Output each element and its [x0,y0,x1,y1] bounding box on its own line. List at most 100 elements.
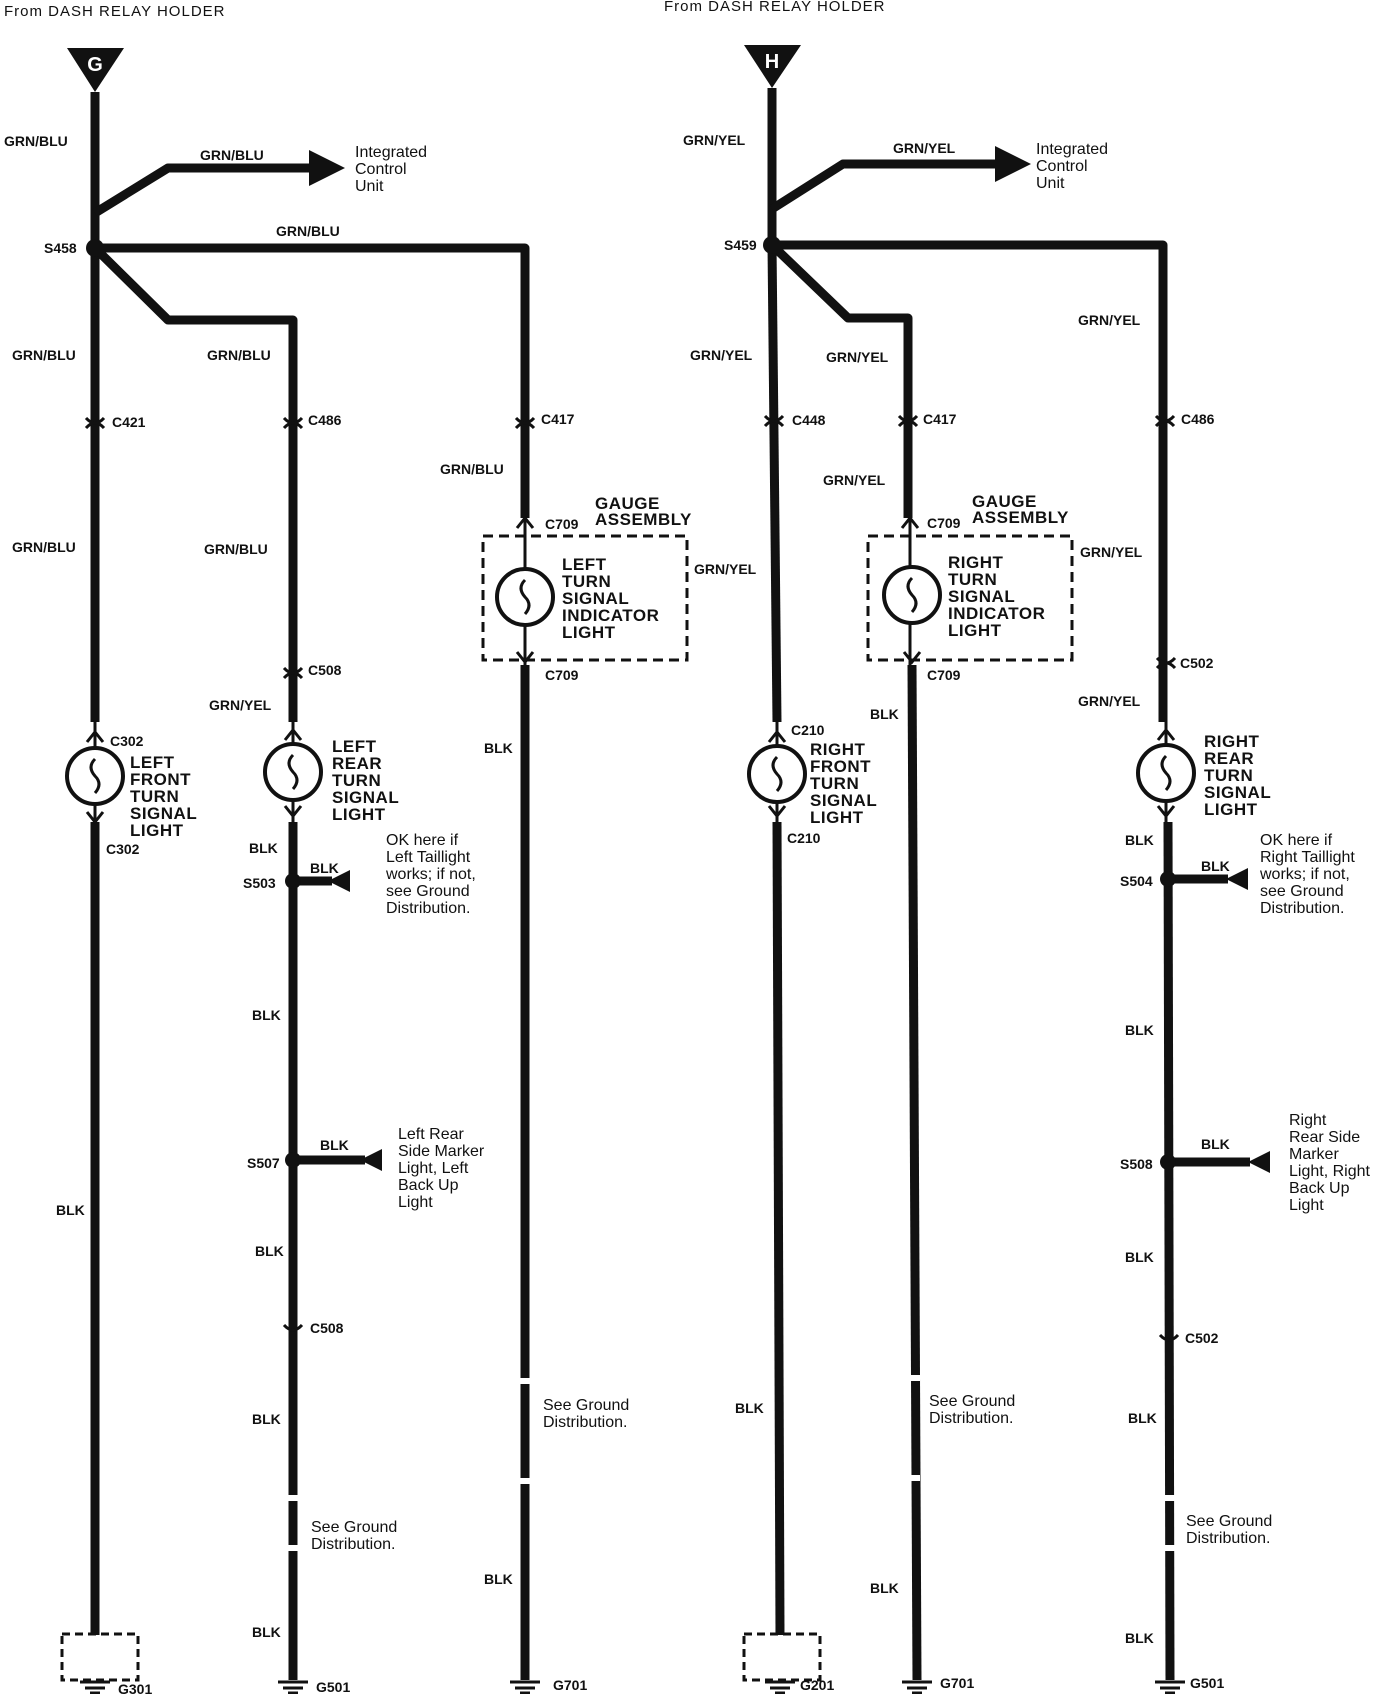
connector-label: C417 [923,411,957,427]
connector-label: C709 [545,516,579,532]
wire-label: GRN/YEL [690,347,753,363]
left-turn-signal-indicator-label: LEFT TURN SIGNAL INDICATOR LIGHT [562,555,665,642]
left-front-turn-signal-label: LEFT FRONT TURN SIGNAL LIGHT [130,753,202,840]
right-ground-icons [765,1680,1185,1694]
wire-label: BLK [1125,1022,1154,1038]
connector-label: C210 [787,830,821,846]
wire-label: BLK [1201,1136,1230,1152]
see-ground-note: See Ground Distribution. [543,1397,634,1431]
connector-label: C210 [791,722,825,738]
right-turn-signal-indicator-label: RIGHT TURN SIGNAL INDICATOR LIGHT [948,553,1051,640]
left-indicator-bulb-icon [495,515,555,665]
right-connectors [763,414,1180,1342]
wire-label: GRN/BLU [204,541,268,557]
ground-label: G501 [1190,1675,1224,1691]
svg-text:G: G [87,54,103,76]
splice-label: S458 [44,240,77,256]
gauge-assembly-label: GAUGE ASSEMBLY [595,494,692,529]
see-ground-note: See Ground Distribution. [311,1519,402,1553]
wire-label: BLK [735,1400,764,1416]
right-rear-turn-signal-label: RIGHT REAR TURN SIGNAL LIGHT [1204,732,1276,819]
connector-label: C486 [308,412,342,428]
left-connectors [84,416,536,1332]
wire-label: GRN/BLU [207,347,271,363]
right-gauge-assembly-box [866,534,1074,662]
wire-label: GRN/YEL [683,132,746,148]
connector-label: C508 [310,1320,344,1336]
wire-label: GRN/YEL [1078,693,1141,709]
ground-label: G701 [940,1675,974,1691]
left-gauge-assembly-box [481,534,689,662]
splice-s508 [1160,1154,1176,1170]
connector-label: C302 [106,841,140,857]
splice-s503 [285,873,301,889]
wire-label: GRN/BLU [12,539,76,555]
wire-label: BLK [56,1202,85,1218]
wire-label: GRN/YEL [1080,544,1143,560]
left-marker-note: Left Rear Side Marker Light, Left Back U… [398,1126,489,1211]
right-taillight-note: OK here if Right Taillight works; if not… [1259,832,1359,917]
marker-arrow-icon [360,1149,382,1171]
taillight-arrow-icon [328,870,350,892]
wire-label: BLK [870,1580,899,1596]
left-circuit: G [4,48,692,1694]
left-taillight-note: OK here if Left Taillight works; if not,… [385,832,480,917]
splice-label: S459 [724,237,757,253]
connector-label: C417 [541,411,575,427]
splice-s459 [763,236,781,254]
integrated-control-unit-label: Integrated Control Unit [355,144,432,195]
wire-label: BLK [252,1624,281,1640]
connector-label: C709 [545,667,579,683]
right-wires [767,88,1250,1681]
wire-label: BLK [484,1571,513,1587]
connector-label: C486 [1181,411,1215,427]
wire-label: BLK [484,740,513,756]
terminal-h: H [744,45,801,88]
wire-label: GRN/BLU [12,347,76,363]
connector-label: C302 [110,733,144,749]
gauge-assembly-label: GAUGE ASSEMBLY [972,492,1069,527]
wire-label: GRN/YEL [209,697,272,713]
g201-box [742,1632,822,1682]
left-rear-turn-signal-label: LEFT REAR TURN SIGNAL LIGHT [332,737,404,824]
wire-label: GRN/BLU [440,461,504,477]
ground-label: G301 [118,1681,152,1694]
connector-label: C709 [927,515,961,531]
splice-s458 [86,239,104,257]
splice-label: S508 [1120,1156,1153,1172]
splice-label: S504 [1120,873,1153,889]
see-ground-note: See Ground Distribution. [1186,1513,1277,1547]
ground-label: G701 [553,1677,587,1693]
wire-label: BLK [255,1243,284,1259]
left-front-bulb-icon [65,722,125,825]
splice-s504 [1160,871,1176,887]
wire-label: GRN/YEL [823,472,886,488]
right-front-bulb-icon [747,722,807,822]
wire-label: BLK [249,840,278,856]
left-source-label: From DASH RELAY HOLDER [4,3,226,20]
left-rear-bulb-icon [263,722,323,822]
connector-label: C502 [1180,655,1214,671]
right-circuit: H [683,45,1370,1694]
connector-label: C448 [792,412,826,428]
ground-label: G201 [800,1677,834,1693]
wire-label: BLK [1125,832,1154,848]
wire-label: BLK [320,1137,349,1153]
wire-label: GRN/BLU [4,133,68,149]
wire-label: BLK [252,1007,281,1023]
right-front-turn-signal-label: RIGHT FRONT TURN SIGNAL LIGHT [810,740,882,827]
left-ground-icons [80,1680,540,1694]
splice-label: S507 [247,1155,280,1171]
left-wires [90,92,530,1680]
wire-label: BLK [1128,1410,1157,1426]
right-rear-bulb-icon [1136,722,1196,822]
wire-label: BLK [870,706,899,722]
wire-label: BLK [252,1411,281,1427]
connector-label: C709 [927,667,961,683]
ground-label: G501 [316,1679,350,1694]
splice-s507 [285,1152,301,1168]
integrated-control-unit-label: Integrated Control Unit [1036,141,1113,192]
svg-text:H: H [765,51,779,73]
marker-arrow-icon [1248,1151,1270,1173]
